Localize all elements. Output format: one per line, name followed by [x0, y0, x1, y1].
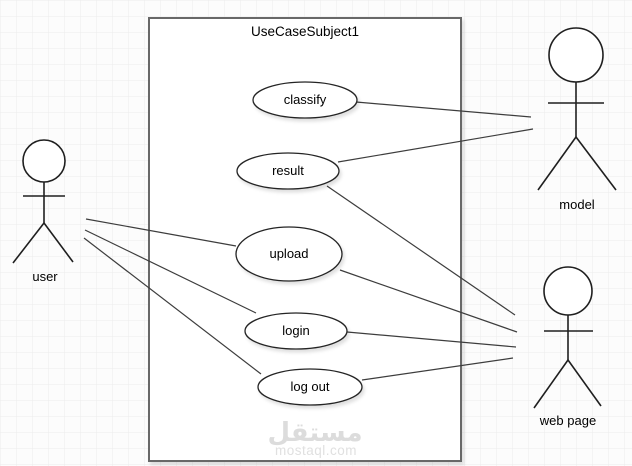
usecase-login: login	[244, 312, 348, 350]
usecase-classify: classify	[252, 81, 358, 119]
actor-webpage-head	[543, 266, 593, 316]
usecase-classify-shape	[252, 81, 358, 119]
usecase-logout: log out	[257, 368, 363, 406]
association-result-model	[337, 128, 534, 163]
association-user-upload	[85, 218, 237, 247]
actor-user-label: user	[32, 269, 58, 284]
actor-model-head	[548, 27, 604, 83]
subject-title: UseCaseSubject1	[251, 24, 359, 39]
actor-webpage-leg-right	[567, 359, 602, 407]
association-classify-model	[355, 101, 532, 118]
usecase-upload-shape	[235, 226, 343, 282]
usecase-classify-label: classify	[284, 92, 327, 107]
association-logout-webpage	[361, 357, 514, 381]
usecase-upload: upload	[235, 226, 343, 282]
usecase-login-label: login	[282, 323, 309, 338]
association-user-login	[84, 229, 257, 314]
watermark-brand-arabic: مستقل	[267, 418, 362, 448]
actor-webpage-label: web page	[539, 413, 596, 428]
actor-model: model	[537, 27, 617, 212]
usecase-result-shape	[236, 152, 340, 190]
association-upload-webpage	[339, 269, 518, 333]
actor-user: user	[12, 139, 74, 284]
actor-user-leg-left	[12, 222, 45, 264]
actor-model-leg-left	[537, 136, 577, 191]
association-user-logout	[83, 237, 262, 375]
actor-user-head	[22, 139, 66, 183]
actor-webpage-leg-left	[533, 359, 569, 409]
watermark: مستقل mostaql.com	[267, 418, 362, 458]
usecase-upload-label: upload	[269, 246, 308, 261]
association-result-webpage	[326, 185, 516, 316]
usecase-login-shape	[244, 312, 348, 350]
actor-model-leg-right	[575, 136, 617, 191]
usecase-logout-shape	[257, 368, 363, 406]
usecase-result-label: result	[272, 163, 304, 178]
associations	[83, 101, 534, 381]
actor-webpage: web page	[533, 266, 602, 428]
actor-model-label: model	[559, 197, 595, 212]
association-login-webpage	[346, 331, 517, 348]
usecase-result: result	[236, 152, 340, 190]
usecase-logout-label: log out	[290, 379, 329, 394]
watermark-domain: mostaql.com	[275, 443, 357, 458]
actor-user-leg-right	[43, 222, 74, 263]
